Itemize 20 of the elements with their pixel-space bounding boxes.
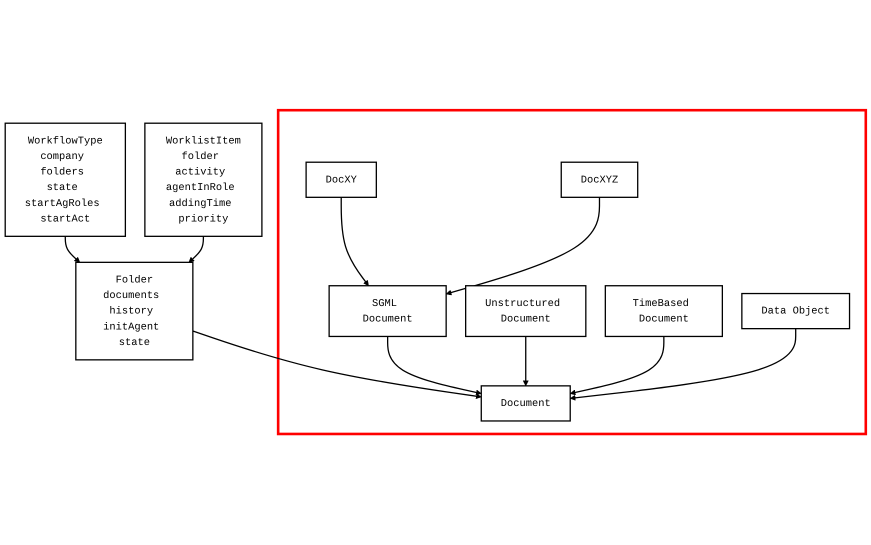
arrow (570, 329, 796, 402)
node-box: Document (480, 386, 571, 422)
arrow (64, 236, 80, 263)
arrow (188, 236, 204, 263)
arrow (570, 336, 664, 396)
node-box: Data Object (741, 293, 850, 330)
node-box: WorkflowType company folders state startAgRoles startAct (4, 122, 126, 238)
arrow (522, 336, 529, 387)
cluster (276, 109, 868, 436)
node-box: WorklistItem folder activity agentInRole addingTime priority (144, 122, 263, 238)
arrow (340, 198, 369, 286)
arrow (446, 198, 600, 296)
node-box: Folder documents history initAgent state (75, 262, 194, 361)
node-box: DocXYZ (560, 162, 638, 198)
node-box: Unstructured Document (465, 286, 586, 338)
node-box: SGML Document (328, 286, 447, 338)
arrow (192, 330, 482, 400)
node-box: TimeBased Document (604, 286, 723, 338)
node-box: DocXY (305, 162, 377, 198)
arrow (387, 336, 482, 396)
